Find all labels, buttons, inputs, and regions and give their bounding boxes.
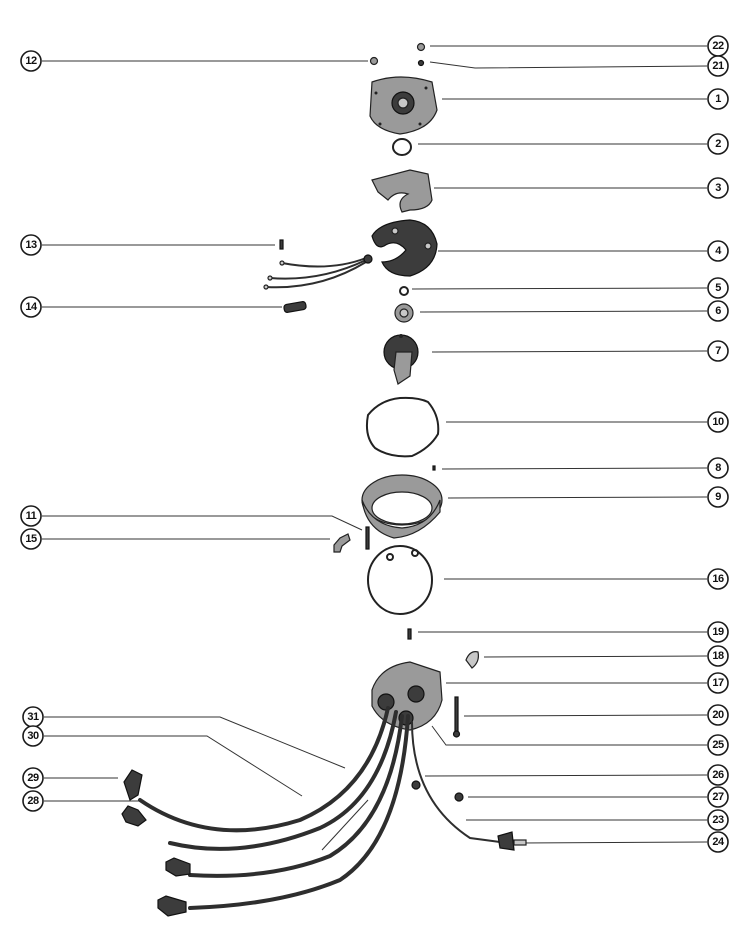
svg-text:9: 9: [715, 491, 721, 503]
callout-27: 27: [707, 786, 729, 808]
callout-28: 28: [22, 790, 44, 812]
svg-text:11: 11: [26, 510, 37, 522]
callout-20: 20: [707, 704, 729, 726]
callout-31: 31: [22, 706, 44, 728]
callout-25: 25: [707, 734, 729, 756]
svg-text:2: 2: [715, 138, 721, 150]
part-6-bearing: [394, 303, 414, 323]
svg-text:1: 1: [715, 93, 721, 105]
callout-29: 29: [22, 767, 44, 789]
svg-text:31: 31: [27, 711, 39, 723]
callout-10: 10: [707, 411, 729, 433]
callout-17: 17: [707, 672, 729, 694]
svg-text:29: 29: [27, 772, 39, 784]
svg-text:14: 14: [25, 301, 38, 313]
svg-text:3: 3: [715, 182, 721, 194]
svg-text:20: 20: [712, 709, 724, 721]
part-22-nut: [416, 42, 426, 52]
part-12-nut: [369, 56, 379, 66]
part-15-elbow-fitting: [333, 533, 351, 553]
part-2-o-ring: [392, 138, 412, 156]
callout-6: 6: [707, 300, 729, 322]
callout-16: 16: [707, 568, 729, 590]
part-10-gasket: [365, 396, 440, 458]
primary-lead: [411, 721, 527, 851]
part-17-distributor-cap: [371, 661, 443, 731]
svg-text:7: 7: [715, 345, 721, 357]
svg-text:12: 12: [25, 55, 37, 67]
callout-1: 1: [707, 88, 729, 110]
callout-22: 22: [707, 35, 729, 57]
svg-text:15: 15: [25, 533, 37, 545]
svg-text:13: 13: [25, 239, 37, 251]
callouts: 12 22 21 1 2 3 13 4 5 14 6 7 10 8 9 11 1…: [20, 35, 729, 853]
part-19-screw: [407, 628, 412, 640]
svg-text:27: 27: [712, 791, 724, 803]
callout-5: 5: [707, 277, 729, 299]
callout-14: 14: [20, 296, 42, 318]
part-21-washer: [417, 59, 425, 67]
part-13-screw: [279, 239, 284, 250]
svg-text:25: 25: [712, 739, 724, 751]
callout-2: 2: [707, 133, 729, 155]
svg-text:26: 26: [712, 769, 724, 781]
svg-text:17: 17: [712, 677, 724, 689]
part-27-grommet: [454, 792, 464, 802]
svg-text:23: 23: [712, 814, 724, 826]
part-24-connector: [497, 831, 515, 851]
part-28-plug-boot: [121, 805, 147, 827]
callout-18: 18: [707, 645, 729, 667]
svg-text:8: 8: [715, 462, 721, 474]
callout-4: 4: [707, 240, 729, 262]
callout-21: 21: [707, 55, 729, 77]
svg-text:28: 28: [27, 795, 39, 807]
callout-24: 24: [707, 831, 729, 853]
svg-text:4: 4: [715, 245, 722, 257]
callout-13: 13: [20, 234, 42, 256]
svg-text:18: 18: [712, 650, 724, 662]
spark-plug-leads: [121, 706, 410, 917]
svg-text:22: 22: [712, 40, 724, 52]
part-29-plug-boot: [123, 769, 143, 801]
callout-30: 30: [22, 725, 44, 747]
callout-8: 8: [707, 457, 729, 479]
leader-lines: [42, 45, 708, 851]
callout-12: 12: [20, 50, 42, 72]
part-11-screw: [365, 526, 370, 550]
part-8-pin: [432, 465, 436, 471]
part-4-stator-coil: [263, 219, 438, 290]
part-3-plate: [371, 169, 433, 213]
part-9-housing-ring: [361, 474, 443, 539]
svg-text:16: 16: [712, 573, 724, 585]
callout-3: 3: [707, 177, 729, 199]
part-18-cap: [465, 651, 479, 669]
svg-text:5: 5: [715, 282, 721, 294]
callout-23: 23: [707, 809, 729, 831]
callout-7: 7: [707, 340, 729, 362]
callout-15: 15: [20, 528, 42, 550]
callout-19: 19: [707, 621, 729, 643]
part-5-retaining-ring: [399, 286, 409, 296]
part-14-sleeve: [283, 301, 307, 313]
part-1-cover-plate: [369, 76, 438, 135]
svg-text:30: 30: [27, 730, 39, 742]
svg-text:6: 6: [715, 305, 721, 317]
svg-text:24: 24: [712, 836, 725, 848]
part-16-gasket: [367, 545, 433, 615]
part-20-bolt: [452, 696, 461, 738]
callout-11: 11: [20, 505, 42, 527]
svg-text:10: 10: [712, 416, 724, 428]
svg-text:19: 19: [712, 626, 724, 638]
callout-26: 26: [707, 764, 729, 786]
callout-9: 9: [707, 486, 729, 508]
svg-text:21: 21: [712, 60, 724, 72]
part-7-rotor: [383, 334, 419, 385]
